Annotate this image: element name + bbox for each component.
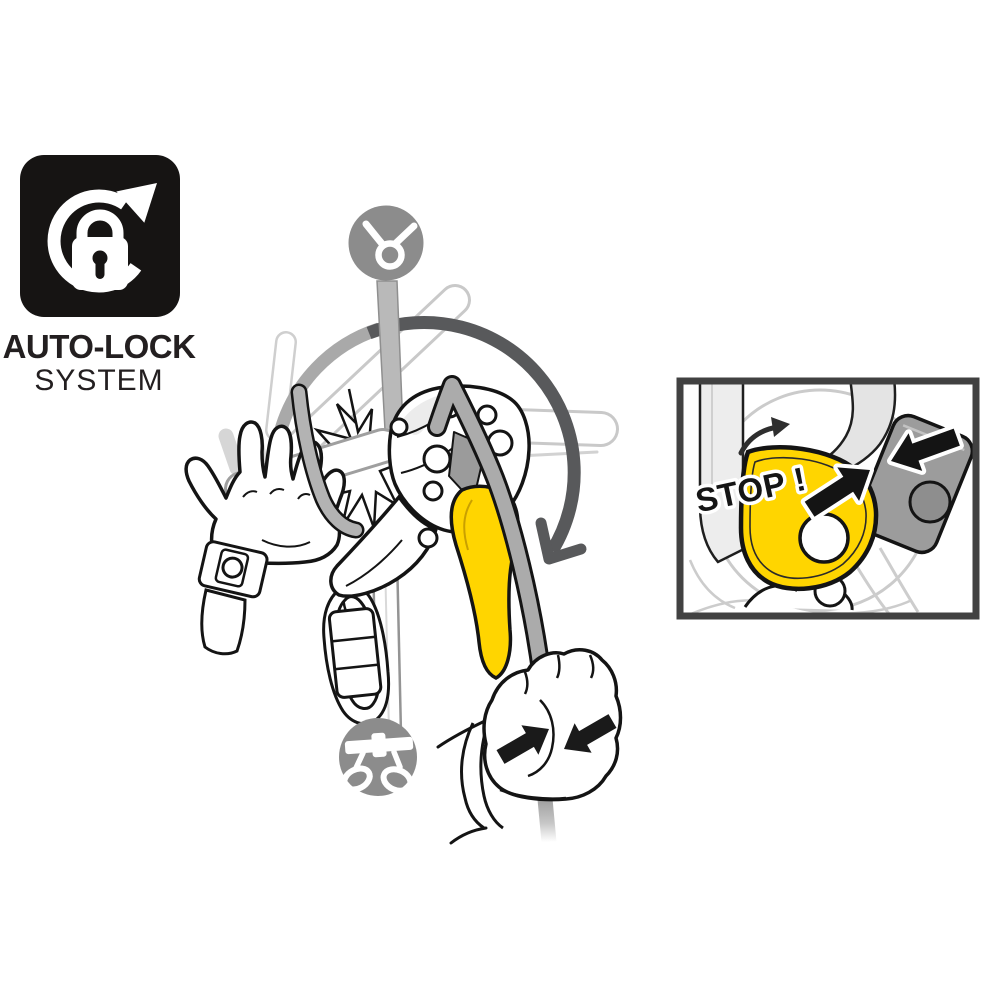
badge-subtitle: SYSTEM (34, 364, 163, 397)
anchor-circle (348, 205, 424, 281)
badge-background (20, 155, 180, 317)
main-diagram (184, 205, 623, 845)
device-lower-plate (329, 494, 439, 598)
rope-tail (290, 383, 365, 539)
inset-gate-rivet (908, 480, 952, 524)
stop-inset: STOP ! (676, 377, 980, 620)
badge-title: AUTO-LOCK (3, 328, 197, 365)
rope-below-fist (537, 798, 557, 843)
cam-press-arrow-icon (800, 463, 874, 521)
rotation-arrowhead (535, 517, 587, 565)
rotation-arrow (273, 316, 587, 565)
anchor-rope-strand (376, 280, 404, 431)
harness-circle (339, 718, 417, 796)
ghost-handle (497, 408, 619, 458)
harness-icon (344, 732, 414, 758)
cuff-snap (221, 556, 244, 579)
brake-hand-fist (436, 648, 623, 845)
anchor-point-icon (362, 220, 418, 270)
carabiner-assembly (322, 553, 403, 738)
auto-lock-badge: AUTO-LOCK SYSTEM (3, 155, 197, 397)
gate-press-arrow-icon (887, 424, 964, 475)
inset-rotation-arrow (738, 417, 790, 456)
wrist (200, 588, 247, 656)
squeeze-arrows-icon (496, 714, 617, 764)
glove-cuff (197, 540, 269, 599)
brake-rope-strand (427, 375, 552, 688)
locking-sleeve (327, 607, 383, 699)
rotation-arrowhead (116, 183, 157, 223)
auto-lock-rotation-icon (47, 183, 157, 293)
padlock-shackle (76, 209, 124, 241)
inset-frame (676, 377, 980, 620)
